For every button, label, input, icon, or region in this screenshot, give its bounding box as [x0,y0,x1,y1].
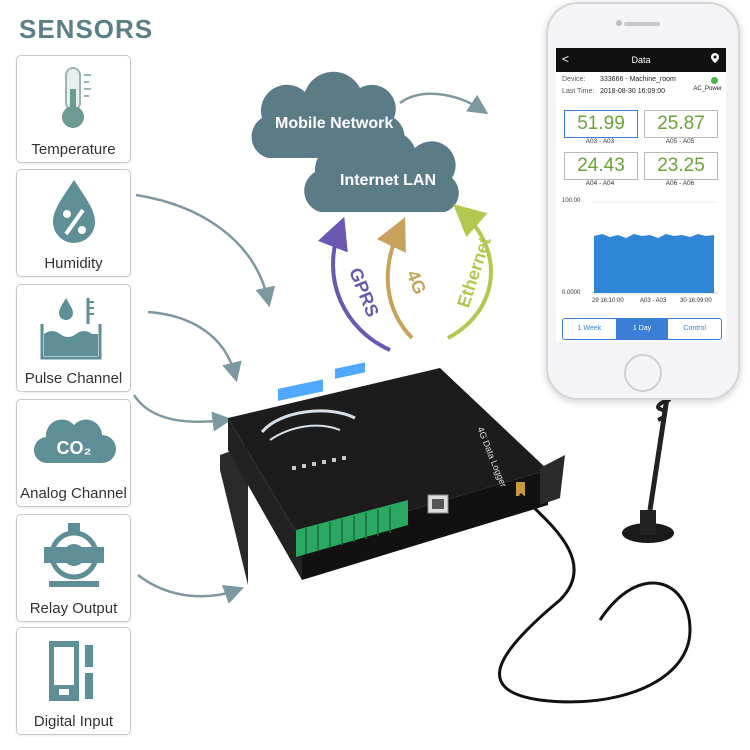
sensor-label: Digital Input [33,713,114,730]
x-axis-mid: A03 - A03 [640,298,667,304]
x-axis-left: 29 16:10:00 [592,298,624,304]
door-switch-icon [17,632,130,708]
value-tile-label: A03 - A03 [585,138,615,145]
range-tabs: 1 Week 1 Day Control [562,318,722,340]
flow-arrow [132,394,233,432]
sensor-card-humidity: Humidity [16,169,131,277]
co2-cloud-icon: CO₂ [17,404,130,480]
device-meta: Device: 333666 - Machine_room Last Time: 2… [556,72,726,102]
page-title: SENSORS [19,14,154,44]
water-level-icon [17,289,130,365]
ethernet-arc [447,204,493,340]
power-status: AC_Power [693,86,722,92]
value-tile[interactable]: 25.87 [644,110,718,138]
svg-text:CO₂: CO₂ [56,438,91,458]
value-tile-label: A05 - A05 [665,138,695,145]
sensor-card-digital: Digital Input [16,627,131,735]
sensor-label: Relay Output [29,600,118,617]
chart-area [594,234,714,293]
gprs-arc [317,216,391,352]
flow-arrow [147,310,242,383]
sensor-card-temperature: Temperature [16,55,131,163]
humidity-drop-icon [17,174,130,250]
flow-arrow [135,193,276,308]
device-label: Device: [562,76,586,83]
y-axis-max: 100.00 [562,198,581,204]
antenna-cable [498,492,692,704]
mobile-network-label: Mobile Network [275,115,394,132]
pump-icon [17,519,130,595]
last-time-label: Last Time: [562,88,595,95]
app-bar: < Data [556,48,726,72]
home-button[interactable] [624,354,662,392]
flow-arrow [399,92,489,115]
flow-arrow [137,574,245,604]
trend-chart: 100.00 0.0000 29 16:10:00 A03 - A03 30 1… [562,198,720,308]
value-tile[interactable]: 51.99 [564,110,638,138]
value-tile[interactable]: 24.43 [564,152,638,180]
sensor-label: Analog Channel [20,485,127,502]
y-axis-min: 0.0000 [562,290,581,296]
mobile-network-cloud [251,71,405,158]
status-dot [711,77,718,84]
app-title: Data [631,55,651,65]
x-axis-right: 30 16:09:00 [680,298,712,304]
value-tile-label: A04 - A04 [585,180,615,187]
tab-1-day[interactable]: 1 Day [615,319,669,339]
device-value: 333666 - Machine_room [600,76,676,83]
value-tile[interactable]: 23.25 [644,152,718,180]
value-tile-label: A06 - A06 [665,180,695,187]
back-button[interactable]: < [562,52,570,66]
4g-arc [376,217,414,340]
internet-lan-cloud [304,129,459,212]
phone-screen: < Data Device: 333666 - Machine_room Last… [556,48,726,342]
sensor-label: Temperature [31,141,116,158]
last-time-value: 2018-08-30 16:09:00 [600,88,665,95]
sensor-card-relay: Relay Output [16,514,131,622]
internet-lan-label: Internet LAN [340,172,436,189]
data-logger-device [220,362,565,585]
tab-1-week[interactable]: 1 Week [577,325,602,332]
sensor-card-pulse: Pulse Channel [16,284,131,392]
sensor-card-analog: CO₂ Analog Channel [16,399,131,507]
sensor-label: Humidity [44,255,103,272]
tab-control[interactable]: Control [683,325,706,332]
sensor-label: Pulse Channel [24,370,123,387]
location-pin-icon[interactable] [711,53,719,63]
speaker-slot [624,22,660,26]
camera-dot [616,20,622,26]
thermometer-icon [17,60,130,136]
